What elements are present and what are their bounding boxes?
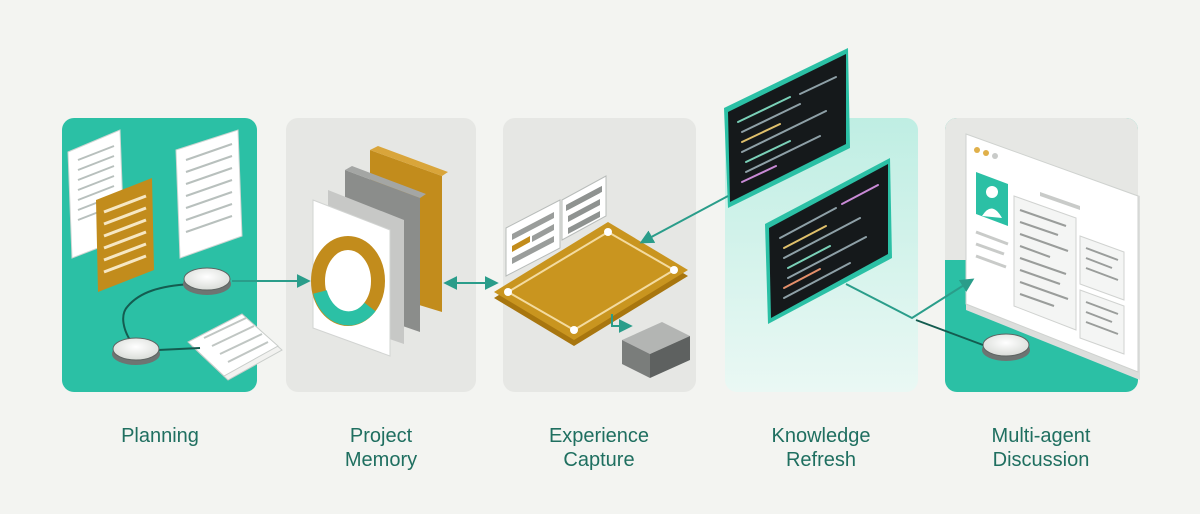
planning-node-button-lower [112,337,160,365]
stage-label-line: Refresh [785,449,857,471]
arrow-refresh-to-discussion [845,278,975,320]
stage-label-line: Capture [563,449,635,471]
planning-notes-document-icon [175,129,243,259]
planning-paper-stack-icon [187,313,283,381]
code-terminal-upper [724,48,850,208]
stage-label-project-memory: Project Memory [281,424,481,472]
stage-label-line: Knowledge [771,425,871,447]
stage-label-line: Planning [121,425,199,447]
capture-board-icon [494,222,688,346]
discussion-node-button [982,333,1030,361]
discussion-browser-window [965,133,1140,380]
capture-to-storage-arrow [611,314,633,333]
capture-ui-card-back [561,175,607,241]
stage-label-multi-agent-discussion: Multi-agent Discussion [941,424,1141,472]
agent-avatar-icon [986,186,998,198]
capture-ui-card-front [505,199,561,277]
capture-storage-box-icon [622,322,690,378]
stage-label-line: Project [349,425,413,447]
discussion-node-link [915,319,984,346]
stage-label-line: Multi-agent [991,425,1091,447]
stage-label-knowledge-refresh: Knowledge Refresh [721,424,921,472]
code-terminal-lower [765,158,892,324]
planning-node-button-upper [183,267,231,295]
stage-label-line: Memory [344,449,418,471]
stage-label-experience-capture: Experience Capture [499,424,699,472]
memory-layer-stack-icon [312,146,448,357]
planning-highlight-document-icon [96,178,154,292]
memory-donut-chart-icon [311,236,385,326]
arrow-terminal-to-board [639,195,729,244]
stage-label-line: Discussion [992,449,1090,471]
stage-label-line: Experience [548,425,650,447]
planning-flow-line [122,283,201,351]
stage-label-planning: Planning [60,424,260,448]
